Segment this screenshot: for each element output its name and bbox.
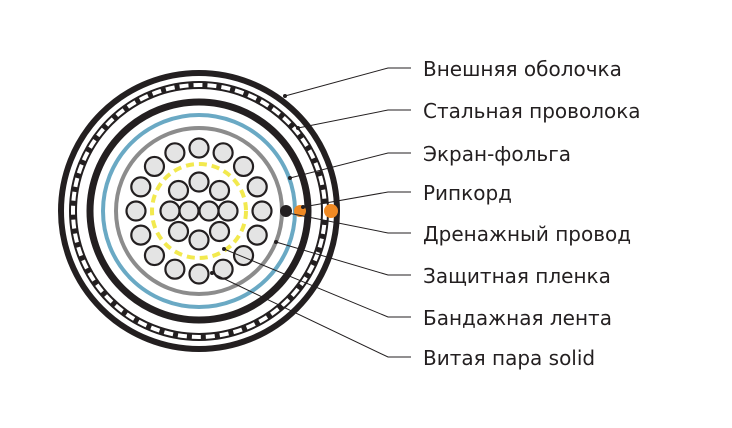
inner-jacket [86, 98, 312, 324]
conductor [130, 224, 152, 246]
label-foil-screen: Экран-фольга [423, 142, 571, 166]
conductor [208, 179, 231, 202]
leader-line [289, 152, 411, 179]
conductor [188, 137, 210, 159]
conductor [188, 229, 210, 251]
leader-line [223, 248, 411, 318]
leader-line [275, 241, 411, 276]
conductor [232, 155, 255, 178]
conductor [143, 155, 166, 178]
conductor [246, 176, 268, 198]
leader-lines [210, 67, 411, 358]
conductor [208, 220, 231, 243]
conductor [125, 200, 147, 222]
leader-dot [296, 126, 300, 130]
binder-tape [150, 162, 248, 260]
leader-line [211, 272, 411, 358]
conductor [130, 176, 152, 198]
conductor [159, 200, 181, 222]
labels: Внешняя оболочка Стальная проволока Экра… [423, 57, 641, 370]
conductor [164, 142, 186, 164]
twisted-pair-conductors [125, 137, 273, 285]
label-steel-wire: Стальная проволока [423, 99, 641, 123]
conductor [167, 220, 190, 243]
conductor [251, 200, 273, 222]
conductor [212, 258, 234, 280]
conductor [198, 200, 220, 222]
label-outer-jacket: Внешняя оболочка [423, 57, 622, 81]
leader-dot [286, 211, 290, 215]
drain-wire [280, 205, 292, 217]
leader-dot [222, 247, 226, 251]
conductor [178, 200, 200, 222]
conductor [212, 142, 234, 164]
conductor [164, 258, 186, 280]
leader-line [302, 191, 411, 208]
conductor [217, 200, 239, 222]
label-drain-wire: Дренажный провод [423, 222, 631, 246]
leader-dot [301, 205, 305, 209]
leader-dot [288, 176, 292, 180]
conductor [246, 224, 268, 246]
leader-dot [210, 271, 214, 275]
leader-line [297, 109, 411, 129]
label-ripcord: Рипкорд [423, 181, 512, 205]
cable-body [58, 70, 340, 352]
ripcord-marker-outer [324, 204, 338, 218]
conductor [188, 263, 210, 285]
label-binder-tape: Бандажная лента [423, 306, 612, 330]
leader-line [284, 67, 411, 97]
conductor [188, 171, 210, 193]
conductor [167, 179, 190, 202]
leader-dot [274, 240, 278, 244]
conductor [143, 244, 166, 267]
label-protective-film: Защитная пленка [423, 264, 611, 288]
leader-line [287, 212, 411, 234]
conductor [232, 244, 255, 267]
label-twisted-pair: Витая пара solid [423, 346, 595, 370]
leader-dot [283, 94, 287, 98]
